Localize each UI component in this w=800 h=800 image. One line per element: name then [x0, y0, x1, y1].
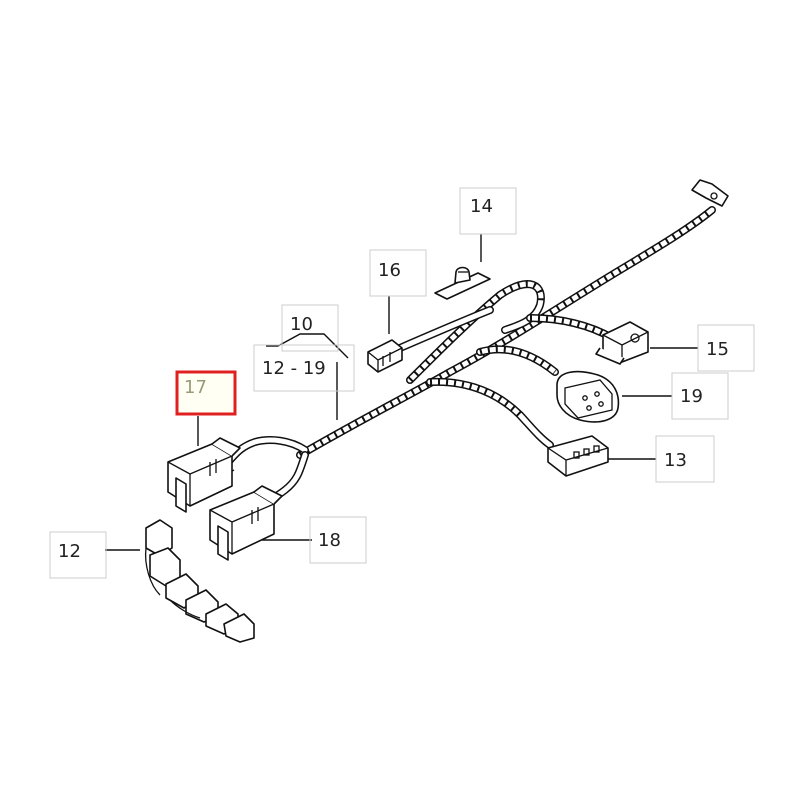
part-19-connector: [556, 370, 620, 423]
callout-14: 14: [459, 187, 517, 235]
callout-15-box: [697, 324, 755, 372]
part-17-connector: [167, 437, 241, 513]
callout-16: 16: [369, 249, 427, 297]
callout-16-box: [369, 249, 427, 297]
callout-18-label: 18: [318, 530, 341, 551]
callout-13-box: [655, 435, 715, 483]
callout-10-label: 10: [290, 314, 313, 335]
callout-19: 19: [671, 372, 729, 420]
callout-15-label: 15: [706, 339, 729, 360]
callout-14-label: 14: [470, 196, 493, 217]
part-18-connector: [209, 485, 283, 561]
callout-12: 12: [49, 531, 107, 579]
callout-18: 18: [309, 516, 367, 564]
callout-19-label: 19: [680, 386, 703, 407]
callouts: 14 16 10 12 - 19 17 15 19 13: [49, 187, 755, 579]
callout-10-box: [281, 304, 339, 352]
callout-10: 10: [281, 304, 339, 352]
callout-13-label: 13: [664, 450, 687, 471]
callout-13: 13: [655, 435, 715, 483]
callout-17-label: 17: [184, 377, 207, 398]
callout-14-box: [459, 187, 517, 235]
harness-end-eyelet: [691, 179, 729, 207]
part-16-connector: [367, 339, 403, 373]
callout-19-box: [671, 372, 729, 420]
callout-12-label: 12: [58, 541, 81, 562]
callout-16-label: 16: [378, 260, 401, 281]
callout-15: 15: [697, 324, 755, 372]
leader-lines: [105, 234, 698, 551]
part-13-connector: [547, 435, 609, 477]
harness-main-trunk: [296, 206, 716, 459]
callout-12-box: [49, 531, 107, 579]
part-15-socket: [595, 321, 649, 365]
harness-branch-19: [476, 345, 559, 376]
harness-branch-16: [396, 306, 494, 352]
part-12-channel: [144, 519, 255, 643]
harness-branch-13: [426, 377, 554, 449]
part-14-clip: [434, 266, 491, 300]
harness-branch-15: [526, 314, 616, 342]
callout-12-19-box: [253, 344, 355, 392]
callout-17-highlight-frame: [175, 370, 237, 416]
callout-12-19: 12 - 19: [253, 344, 355, 392]
callout-17: 17: [175, 370, 237, 416]
callout-12-19-label: 12 - 19: [262, 358, 326, 379]
callout-18-box: [309, 516, 367, 564]
